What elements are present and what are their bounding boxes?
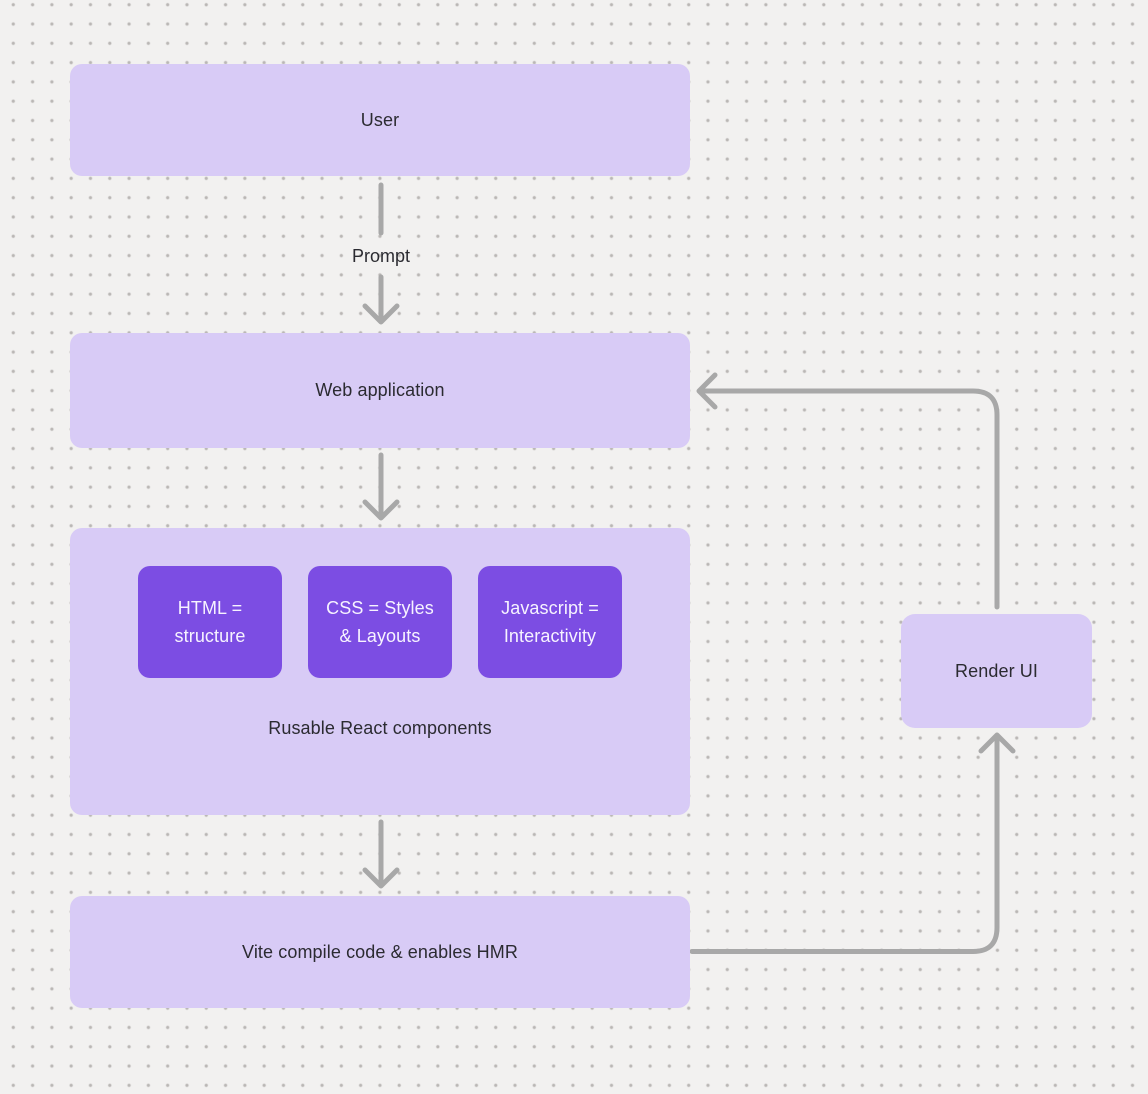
- edge-label-prompt: Prompt: [351, 246, 411, 266]
- node-vite-label: Vite compile code & enables HMR: [242, 941, 518, 962]
- arrow-vite-to-render-ui: [689, 732, 1016, 954]
- node-html: HTML = structure: [138, 566, 282, 678]
- node-user: User: [70, 64, 690, 176]
- node-css: CSS = Styles & Layouts: [308, 566, 452, 678]
- node-javascript-label: Javascript = Interactivity: [501, 598, 599, 646]
- node-web-application-label: Web application: [315, 380, 445, 400]
- node-css-label: CSS = Styles & Layouts: [326, 598, 434, 646]
- node-user-label: User: [360, 109, 400, 130]
- node-web-application: Web application: [70, 333, 690, 448]
- arrow-render-ui-to-web-application: [696, 372, 1000, 610]
- node-javascript: Javascript = Interactivity: [478, 566, 622, 678]
- node-render-ui-label: Render UI: [955, 660, 1038, 681]
- node-render-ui: Render UI: [901, 614, 1092, 728]
- arrow-components-to-vite: [362, 819, 400, 889]
- node-components-group: HTML = structure CSS = Styles & Layouts …: [70, 528, 690, 815]
- node-vite: Vite compile code & enables HMR: [70, 896, 690, 1008]
- arrow-web-application-to-components: [362, 452, 400, 521]
- node-html-label: HTML = structure: [174, 598, 246, 646]
- node-components-group-label: Rusable React components: [268, 718, 492, 738]
